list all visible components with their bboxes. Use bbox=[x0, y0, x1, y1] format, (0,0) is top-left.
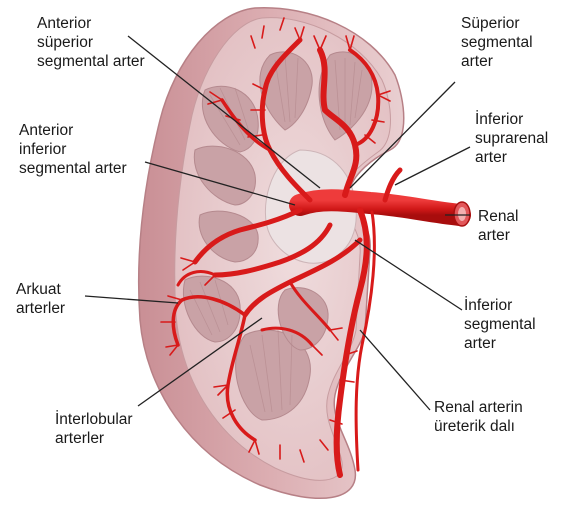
label-inferior-suprarenal-arter: İnferior suprarenal arter bbox=[475, 110, 548, 167]
label-ureterik-dal: Renal arterin üreterik dalı bbox=[434, 398, 523, 436]
label-arkuat-arterler: Arkuat arterler bbox=[16, 280, 65, 318]
label-anterior-inferior-segmental: Anterior inferior segmental arter bbox=[19, 121, 127, 178]
label-interlobular-arterler: İnterlobular arterler bbox=[55, 410, 133, 448]
label-renal-arter: Renal arter bbox=[478, 207, 519, 245]
label-superior-segmental-arter: Süperior segmental arter bbox=[461, 14, 533, 71]
label-inferior-segmental-arter: İnferior segmental arter bbox=[464, 296, 536, 353]
label-anterior-superior-segmental: Anterior süperior segmental arter bbox=[37, 14, 145, 71]
